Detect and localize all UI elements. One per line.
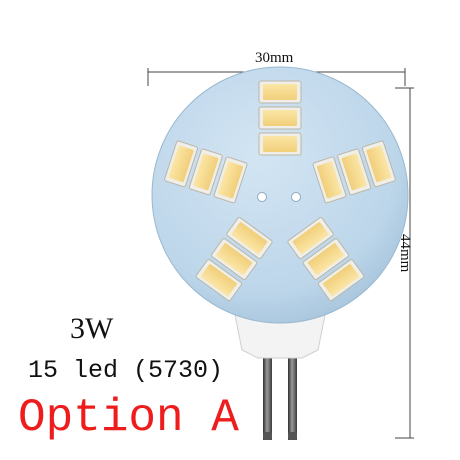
height-dimension-label: 44mm bbox=[397, 234, 413, 273]
power-rating: 3W bbox=[70, 312, 114, 345]
width-dimension-label: 30mm bbox=[255, 50, 294, 66]
led-chip bbox=[361, 140, 396, 188]
led-chip bbox=[337, 148, 372, 196]
led-chip bbox=[312, 156, 347, 204]
led-chip bbox=[164, 140, 199, 188]
board-hole-left bbox=[257, 192, 267, 202]
led-chip bbox=[317, 259, 365, 302]
board-hole-right bbox=[291, 192, 301, 202]
led-chip bbox=[258, 80, 302, 104]
led-chip bbox=[258, 132, 302, 156]
option-label: Option A bbox=[18, 392, 239, 444]
led-chip bbox=[302, 238, 350, 281]
led-chip bbox=[258, 106, 302, 130]
led-chip bbox=[188, 148, 223, 196]
led-chip bbox=[213, 156, 248, 204]
led-array bbox=[164, 80, 396, 302]
led-chip bbox=[195, 259, 243, 302]
led-specification: 15 led (5730) bbox=[28, 356, 224, 385]
led-chip bbox=[210, 238, 258, 281]
bi-pin-connector bbox=[263, 318, 297, 440]
led-chip bbox=[287, 217, 334, 260]
height-dimension-line bbox=[395, 87, 414, 439]
circuit-board bbox=[151, 66, 409, 324]
led-chip bbox=[226, 217, 273, 260]
